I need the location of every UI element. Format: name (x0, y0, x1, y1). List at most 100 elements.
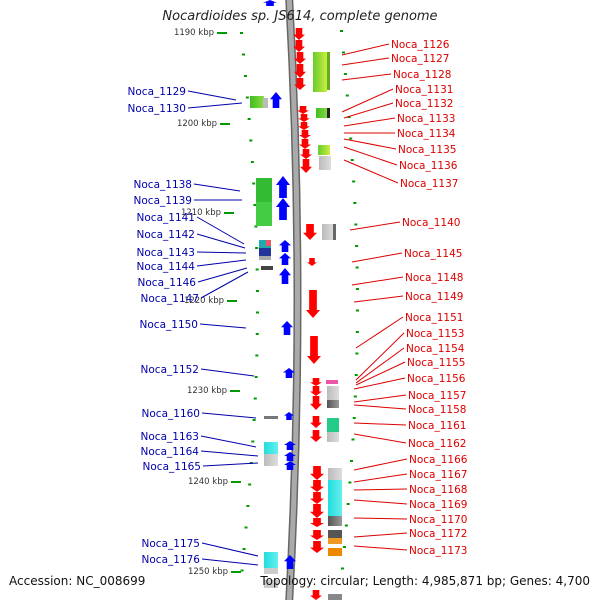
leader-line (196, 251, 247, 254)
leader-line (349, 221, 401, 231)
tick-mark-right (354, 223, 358, 226)
tick-mark-left (240, 569, 244, 572)
reverse-gene-arrow (310, 541, 324, 553)
tick-mark-left (244, 526, 248, 529)
gene-label-left: Noca_1152 (141, 364, 199, 376)
reverse-gene-arrow (300, 149, 312, 159)
gene-label-right: Noca_1137 (400, 178, 458, 190)
gene-feature-block (327, 386, 339, 400)
gene-feature-block (328, 468, 342, 480)
leader-line (353, 499, 408, 505)
gene-feature-block (263, 98, 268, 108)
leader-line (353, 545, 408, 551)
gene-feature-block (328, 530, 342, 538)
kbp-label: 1230 kbp (187, 386, 227, 396)
reverse-gene-arrow (310, 590, 322, 600)
gene-feature-block (318, 145, 330, 155)
tick-mark-left (241, 53, 245, 56)
tick-mark-left (253, 397, 257, 400)
tick-mark-left (251, 440, 255, 443)
gene-feature-block (264, 442, 278, 454)
reverse-gene-arrow (294, 78, 306, 90)
gene-feature-block (333, 224, 336, 240)
tick-mark-right (348, 481, 352, 484)
leader-line (200, 435, 257, 448)
topology-text: Topology: circular; Length: 4,985,871 bp… (260, 574, 590, 588)
tick-mark-right (350, 460, 354, 462)
gene-label-left: Noca_1176 (142, 554, 201, 566)
kbp-tick (230, 390, 240, 392)
gene-label-left: Noca_1144 (137, 261, 196, 273)
gene-label-left: Noca_1139 (134, 195, 192, 207)
leader-line (351, 252, 403, 263)
leader-line (187, 90, 237, 101)
leader-line (353, 532, 408, 538)
gene-feature-block (319, 156, 331, 170)
leader-line (353, 458, 408, 471)
tick-mark-right (355, 331, 359, 333)
gene-feature-block (250, 96, 264, 108)
gene-feature-block (326, 380, 338, 384)
gene-feature-block (327, 400, 339, 408)
leader-line (353, 433, 407, 444)
reverse-gene-arrow (299, 130, 311, 139)
gene-label-left: Noca_1147 (141, 293, 199, 305)
leader-line (353, 473, 408, 483)
reverse-gene-arrow (293, 28, 305, 40)
gene-label-left: Noca_1141 (137, 212, 195, 224)
leader-line (343, 159, 399, 184)
gene-label-right: Noca_1168 (409, 484, 467, 496)
reverse-gene-arrow (307, 258, 317, 266)
reverse-gene-arrow (310, 518, 324, 527)
gene-label-right: Noca_1135 (398, 144, 456, 156)
gene-label-right: Noca_1134 (397, 128, 456, 140)
tick-mark-left (245, 96, 249, 99)
gene-label-right: Noca_1166 (409, 454, 468, 466)
tick-mark-right (340, 567, 344, 570)
leader-line (355, 361, 406, 386)
leader-line (199, 323, 247, 329)
leader-line (197, 267, 248, 283)
tick-mark-right (343, 73, 347, 75)
leader-line (201, 542, 259, 557)
gene-label-right: Noca_1132 (395, 98, 453, 110)
gene-label-left: Noca_1160 (142, 408, 200, 420)
gene-feature-block (264, 580, 278, 588)
backbone (286, 0, 300, 600)
leader-line (341, 43, 390, 56)
tick-mark-right (347, 116, 351, 118)
gene-feature-block (259, 256, 271, 260)
gene-label-right: Noca_1126 (391, 39, 450, 51)
forward-gene-arrow (263, 0, 277, 6)
gene-label-right: Noca_1170 (409, 514, 467, 526)
leader-line (355, 347, 405, 384)
tick-mark-right (345, 94, 349, 97)
gene-label-right: Noca_1153 (406, 328, 464, 340)
gene-label-right: Noca_1133 (397, 113, 455, 125)
gene-label-left: Noca_1175 (142, 538, 200, 550)
gene-feature-block (264, 416, 278, 419)
tick-mark-right (352, 417, 356, 419)
kbp-label: 1210 kbp (181, 208, 221, 218)
tick-mark-left (255, 333, 259, 335)
reverse-gene-arrow (299, 139, 311, 149)
leader-line (202, 462, 259, 467)
gene-label-right: Noca_1148 (405, 272, 463, 284)
gene-label-right: Noca_1127 (391, 53, 449, 65)
gene-feature-block (259, 248, 271, 256)
leader-line (201, 558, 259, 566)
forward-gene-arrow (270, 92, 282, 108)
tick-mark-right (351, 438, 355, 441)
gene-feature-block (264, 454, 278, 466)
gene-feature-block (328, 538, 342, 544)
tick-mark-right (354, 374, 358, 376)
tick-mark-right (350, 159, 354, 161)
forward-gene-arrow (279, 268, 291, 284)
tick-mark-right (355, 266, 359, 269)
forward-gene-arrow (284, 452, 296, 461)
reverse-gene-arrow (310, 466, 324, 480)
leader-line (353, 517, 408, 520)
leader-line (193, 183, 241, 192)
tick-mark-left (255, 290, 259, 292)
tick-mark-right (353, 395, 357, 398)
